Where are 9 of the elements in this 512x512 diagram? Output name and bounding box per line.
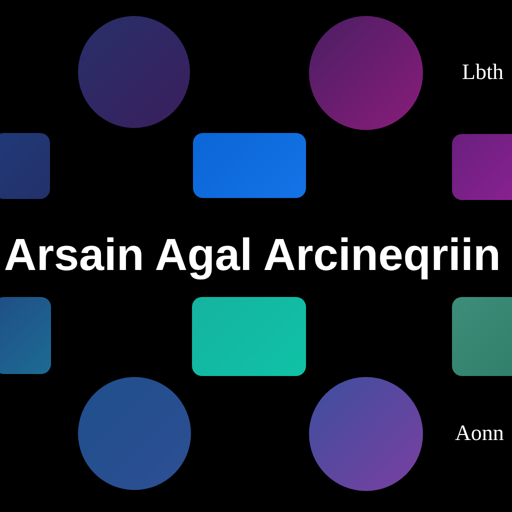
rounded-box — [192, 297, 306, 376]
side-label: Lbth — [462, 58, 504, 86]
rounded-box — [193, 133, 306, 198]
rounded-box — [452, 297, 512, 376]
rounded-box — [452, 134, 512, 200]
rounded-box — [0, 297, 51, 374]
side-label: Aonn — [455, 419, 504, 447]
title: Arsain Agal Arcineqriin — [4, 228, 501, 282]
rounded-box — [0, 133, 50, 199]
